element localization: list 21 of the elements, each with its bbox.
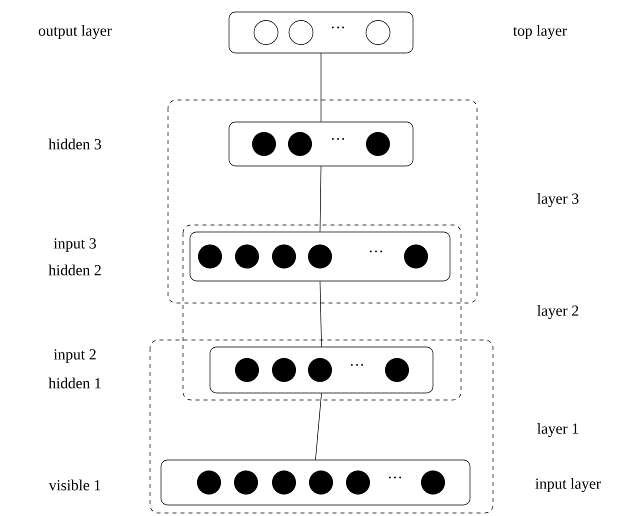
side-label: visible 1	[48, 480, 100, 490]
side-label: hidden 3	[48, 138, 102, 150]
side-label: input 3	[54, 238, 96, 252]
connector-line	[315, 393, 322, 460]
connector-line	[320, 166, 322, 232]
ellipsis: ···	[370, 250, 382, 252]
ellipsis: ···	[389, 476, 401, 478]
side-label: hidden 2	[48, 264, 101, 276]
side-label: top layer	[513, 25, 567, 39]
side-label: hidden 1	[48, 378, 101, 388]
ellipsis: ···	[332, 26, 344, 28]
side-label: output layer	[38, 25, 112, 39]
side-label: layer 2	[537, 305, 578, 319]
side-label: layer 1	[537, 423, 578, 437]
ellipsis: ···	[332, 138, 344, 140]
ellipsis: ···	[351, 364, 363, 366]
connector-line	[320, 53, 322, 122]
side-label: input 2	[54, 349, 96, 363]
connector-line	[320, 281, 322, 347]
side-label: input layer	[535, 478, 601, 492]
side-label: layer 3	[537, 193, 578, 207]
